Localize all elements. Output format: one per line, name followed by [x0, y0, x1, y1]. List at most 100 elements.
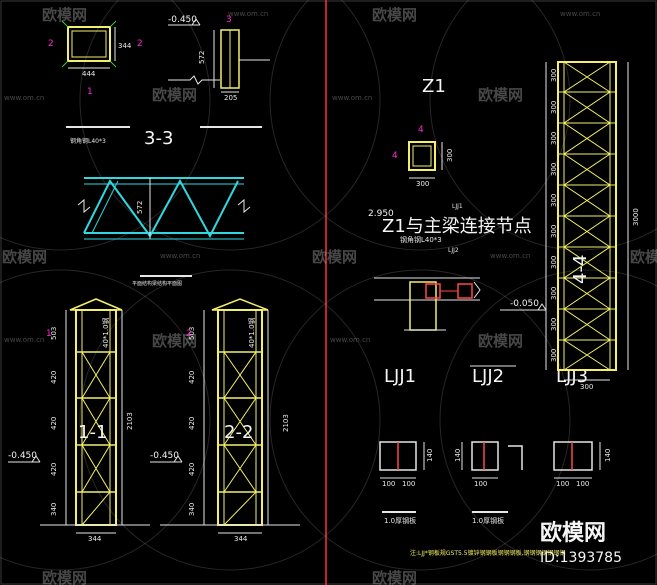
section-1-1-title: 1-1: [78, 422, 107, 443]
section-mark: 1: [46, 329, 52, 339]
dim-3000: 3000: [632, 208, 640, 226]
note-thickness: 1.0厚钢板: [384, 516, 416, 525]
dim-40x10: 40*1.0钢: [101, 317, 110, 348]
dim-100: 100: [382, 480, 395, 488]
watermark-url: www.om.cn: [4, 336, 44, 344]
dim-300: 300: [550, 132, 558, 145]
dim-420: 420: [50, 371, 58, 384]
section-2-2-title: 2-2: [224, 422, 253, 443]
dim-40x10: 40*1.0钢: [247, 317, 256, 348]
watermark-url: www.om.cn: [560, 10, 600, 18]
dim-300: 300: [550, 101, 558, 114]
watermark-url: www.om.cn: [4, 94, 44, 102]
ljj3-title: LJJ3: [556, 366, 588, 387]
watermark-brand: 欧模网: [152, 86, 197, 104]
dim-572: 572: [198, 51, 206, 64]
ljj-labels: LJJ1 LJJ2 LJJ3: [384, 365, 588, 387]
brand-logo-text: 欧模网: [540, 520, 606, 546]
watermark-brand: 欧模网: [152, 332, 197, 350]
section-4-4-title: 4-4: [570, 255, 591, 284]
watermark-brand: 欧模网: [478, 332, 523, 350]
dim-140: 140: [604, 449, 612, 462]
note-plan-title: 平面结构梁结构平面图: [132, 280, 182, 287]
dim-572: 572: [136, 201, 144, 214]
ljj-label: LJJ2: [448, 247, 459, 254]
dim-300: 300: [550, 318, 558, 331]
z1-node-title: Z1与主梁连接节点: [382, 216, 532, 237]
watermark-brand: 欧模网: [372, 6, 417, 24]
ljj-label: LJJ1: [452, 203, 463, 210]
watermark-url: www.om.cn: [330, 336, 370, 344]
watermark-url: www.om.cn: [332, 94, 372, 102]
watermark-url: www.om.cn: [160, 252, 200, 260]
dim-100: 100: [576, 480, 589, 488]
elevation-detail-top: -0.450 3 572 205: [168, 15, 270, 128]
dim-300: 300: [550, 163, 558, 176]
dim-344: 344: [88, 535, 102, 543]
z1-section: Z1 4 4 300 300: [392, 76, 454, 188]
section-mark: 4: [392, 151, 398, 161]
note-angle: 钢角钢L40*3: [400, 235, 442, 244]
note-bottom: 注:LJJ*钢板规GST5.5镀锌钢钢板钢钢钢板,钢钢钢钢钢钢钢: [410, 549, 565, 557]
dim-300: 300: [550, 225, 558, 238]
dim-300: 300: [446, 149, 454, 162]
brand-id: ID:1393785: [540, 550, 622, 566]
dim-420: 420: [50, 463, 58, 476]
dim-420: 420: [188, 417, 196, 430]
dim-300: 300: [550, 194, 558, 207]
section-mark: 3: [226, 15, 232, 25]
z1-node-detail: 2.950 Z1与主梁连接节点 钢角钢L40*3 LJJ1 LJJ2 -0.05…: [368, 203, 547, 331]
section-mark: 2: [137, 39, 143, 49]
dim-140: 140: [426, 449, 434, 462]
dim-2103: 2103: [126, 412, 134, 430]
dim-420: 420: [188, 371, 196, 384]
section-mark: 1: [87, 87, 93, 97]
watermark-brand: 欧模网: [42, 569, 87, 585]
dim-503: 503: [188, 327, 196, 340]
watermark-brand: 欧模网: [478, 86, 523, 104]
truss-elevation: 572 平面结构梁结构平面图: [77, 177, 251, 287]
elevation-label: 2.950: [368, 209, 394, 219]
section-3-3-box: 444 344 2 2 1 钢角钢L40*3 3-3: [48, 20, 173, 149]
watermark-group: 欧模网 www.om.cn 欧模网 www.om.cn 欧模网 www.om.c…: [2, 6, 657, 585]
column-2-2: 503 420 420 420 340 2103 40*1.0钢 2-2 -0.…: [46, 298, 300, 543]
elevation-label: -0.050: [510, 299, 539, 309]
plate-details: 100 100 140 140 100 100 100 140 1.0厚钢板 1…: [379, 441, 612, 557]
elevation-label: -0.450: [168, 15, 197, 25]
background-arcs: [0, 0, 657, 571]
brand-logo: 欧模网 ID:1393785: [540, 520, 622, 566]
dim-100: 100: [402, 480, 415, 488]
dim-344: 344: [118, 42, 132, 50]
section-mark: 2: [186, 329, 192, 339]
dim-340: 340: [50, 503, 58, 516]
ljj1-title: LJJ1: [384, 366, 416, 387]
dim-205: 205: [224, 94, 237, 102]
z1-title: Z1: [422, 76, 446, 97]
dim-100: 100: [556, 480, 569, 488]
dim-100: 100: [474, 480, 487, 488]
column-4-4: 300 300 300 300 300 300 300 300 300 300 …: [545, 61, 640, 391]
dim-420: 420: [188, 463, 196, 476]
dim-444: 444: [82, 70, 96, 78]
dim-300: 300: [550, 349, 558, 362]
section-mark: 4: [418, 125, 424, 135]
note-thickness: 1.0厚钢板: [472, 516, 504, 525]
elevation-label: -0.450: [8, 451, 37, 461]
dim-2103: 2103: [282, 414, 290, 432]
watermark-brand: 欧模网: [2, 248, 47, 266]
dim-344: 344: [234, 535, 248, 543]
dim-340: 340: [188, 503, 196, 516]
dim-300: 300: [550, 287, 558, 300]
dim-300: 300: [580, 383, 593, 391]
watermark-brand: 欧模网: [312, 248, 357, 266]
dim-420: 420: [50, 417, 58, 430]
watermark-brand: 欧模网: [630, 248, 657, 266]
watermark-brand: 欧模网: [42, 6, 87, 24]
dim-140: 140: [454, 449, 462, 462]
dim-300: 300: [416, 180, 429, 188]
watermark-brand: 欧模网: [372, 569, 417, 585]
elevation-label: -0.450: [150, 451, 179, 461]
note-angle: 钢角钢L40*3: [70, 137, 106, 145]
